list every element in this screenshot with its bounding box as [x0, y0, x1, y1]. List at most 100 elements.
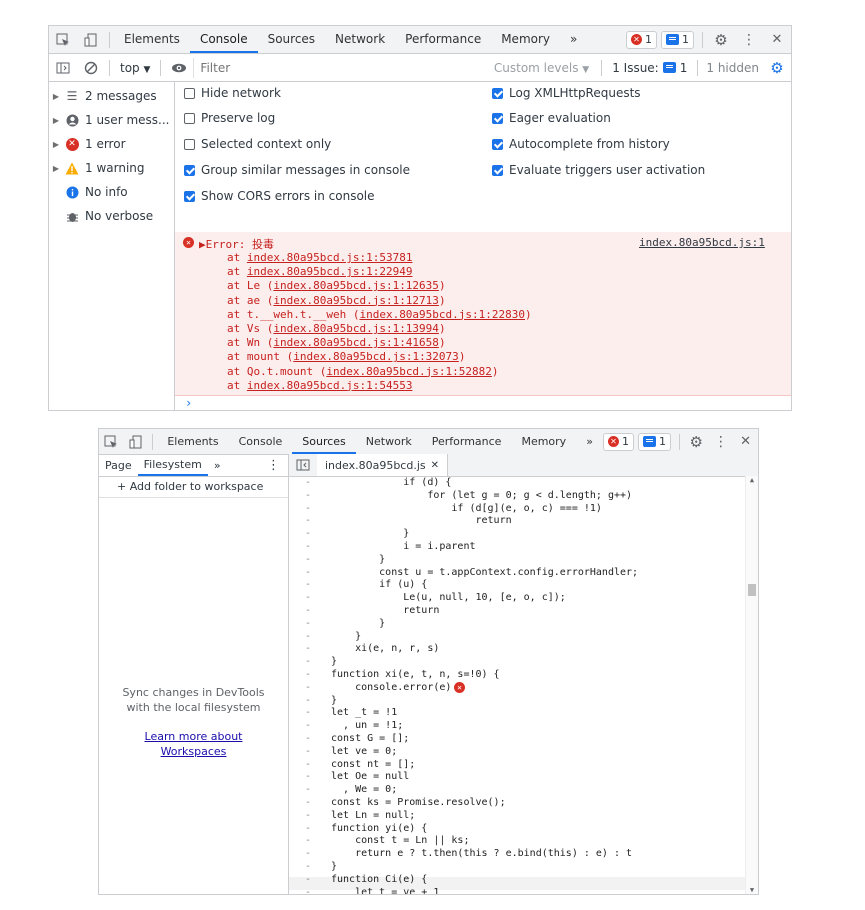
tab-sources[interactable]: Sources [292, 429, 356, 454]
gutter-marker[interactable]: - [304, 809, 312, 821]
checkbox[interactable] [492, 87, 503, 99]
show-cors-checkbox[interactable]: Show CORS errors in console [184, 189, 375, 203]
checkbox[interactable] [184, 190, 195, 202]
checkbox[interactable] [184, 164, 195, 176]
checkbox[interactable] [492, 138, 503, 150]
tab-sources[interactable]: Sources [267, 32, 316, 46]
live-expression-eye-icon[interactable] [165, 54, 193, 81]
preserve-log-checkbox[interactable]: Preserve log [184, 111, 275, 125]
stack-frame-link[interactable]: index.80a95bcd.js:1:12635 [273, 279, 439, 293]
sidebar-item-errors[interactable]: ▶ ✕ 1 error [49, 132, 174, 156]
nav-more-button[interactable]: » [213, 458, 221, 472]
settings-gear-icon[interactable]: ⚙ [714, 30, 728, 49]
error-source-link[interactable]: index.80a95bcd.js:1 [639, 236, 765, 249]
selected-context-checkbox[interactable]: Selected context only [184, 137, 331, 151]
gutter-marker[interactable]: - [304, 822, 312, 834]
tab-memory[interactable]: Memory [521, 435, 567, 448]
filter-input[interactable] [193, 57, 486, 78]
log-xhr-checkbox[interactable]: Log XMLHttpRequests [492, 86, 641, 100]
close-devtools-button[interactable]: ✕ [771, 32, 783, 47]
stack-frame-link[interactable]: index.80a95bcd.js:1:41658 [273, 336, 439, 350]
sidebar-item-warnings[interactable]: ▶ 1 warning [49, 156, 174, 180]
checkbox[interactable] [184, 87, 195, 99]
sidebar-item-info[interactable]: No info [49, 180, 174, 204]
log-levels-dropdown[interactable]: Custom levels ▼ [486, 61, 597, 75]
learn-more-link[interactable]: Learn more about [144, 730, 243, 743]
more-tabs-button[interactable]: » [586, 435, 593, 448]
stack-frame-link[interactable]: index.80a95bcd.js:1:22830 [359, 307, 526, 321]
gutter-marker[interactable]: - [304, 873, 312, 885]
stack-frame-link[interactable]: index.80a95bcd.js:1:54553 [246, 378, 413, 392]
checkbox[interactable] [184, 112, 195, 124]
error-count-badge[interactable]: ✕ 1 [602, 432, 634, 451]
gutter-marker[interactable]: - [304, 771, 312, 783]
editor-file-tab[interactable]: index.80a95bcd.js ✕ [317, 454, 449, 476]
error-count-badge[interactable]: ✕ 1 [626, 30, 657, 49]
sidebar-item-verbose[interactable]: No verbose [49, 204, 174, 228]
scrollbar-thumb[interactable] [748, 584, 756, 596]
message-count-badge[interactable]: 1 [661, 30, 694, 49]
code-editor[interactable]: - if (d) {- for (let g = 0; g < d.length… [289, 476, 758, 894]
gutter-marker[interactable]: - [304, 669, 312, 680]
context-selector[interactable]: top ▼ [114, 61, 156, 75]
gutter-marker[interactable]: - [304, 630, 312, 642]
gutter-marker[interactable]: - [304, 694, 312, 706]
inline-error-icon[interactable]: ✕ [454, 681, 465, 693]
close-devtools-button[interactable]: ✕ [740, 434, 752, 449]
scroll-up-arrow-icon[interactable]: ▲ [749, 476, 755, 484]
gutter-marker[interactable]: - [304, 720, 312, 732]
tab-network[interactable]: Network [365, 435, 412, 448]
gutter-marker[interactable]: - [304, 579, 312, 591]
hide-network-checkbox[interactable]: Hide network [184, 86, 281, 100]
close-file-icon[interactable]: ✕ [430, 459, 440, 471]
console-prompt[interactable]: › [185, 396, 193, 410]
checkbox[interactable] [184, 138, 195, 150]
more-options-icon[interactable]: ⋮ [713, 433, 728, 450]
inspect-element-icon[interactable] [49, 26, 77, 53]
gutter-marker[interactable]: - [304, 681, 312, 693]
gutter-marker[interactable]: - [304, 797, 312, 808]
stack-frame-link[interactable]: index.80a95bcd.js:1:52882 [326, 364, 492, 378]
issues-button[interactable]: 1 Issue: 1 [606, 61, 693, 75]
sidebar-item-user-messages[interactable]: ▶ 1 user mess... [49, 108, 174, 132]
gutter-marker[interactable]: - [304, 784, 312, 796]
gutter-marker[interactable]: - [304, 656, 312, 668]
tab-console[interactable]: Console [189, 26, 258, 53]
gutter-marker[interactable]: - [304, 848, 312, 860]
tab-performance[interactable]: Performance [431, 435, 502, 448]
settings-gear-icon[interactable]: ⚙ [689, 432, 703, 451]
gutter-marker[interactable]: - [304, 886, 312, 894]
message-count-badge[interactable]: 1 [637, 432, 671, 451]
gutter-marker[interactable]: - [304, 861, 312, 872]
gutter-marker[interactable]: - [304, 489, 312, 501]
gutter-marker[interactable]: - [304, 643, 312, 655]
gutter-marker[interactable]: - [304, 758, 312, 770]
stack-frame-link[interactable]: index.80a95bcd.js:1:13994 [273, 322, 439, 335]
gutter-marker[interactable]: - [304, 477, 312, 488]
evaluate-triggers-checkbox[interactable]: Evaluate triggers user activation [492, 163, 705, 177]
gutter-marker[interactable]: - [304, 541, 312, 552]
eager-eval-checkbox[interactable]: Eager evaluation [492, 111, 611, 125]
tab-memory[interactable]: Memory [501, 32, 551, 46]
add-folder-button[interactable]: + Add folder to workspace [99, 477, 288, 498]
gutter-marker[interactable]: - [304, 515, 312, 527]
tab-elements[interactable]: Elements [167, 435, 219, 448]
gutter-marker[interactable]: - [304, 566, 312, 578]
gutter-marker[interactable]: - [304, 528, 312, 540]
gutter-marker[interactable]: - [304, 617, 312, 629]
group-similar-checkbox[interactable]: Group similar messages in console [184, 163, 410, 177]
gutter-marker[interactable]: - [304, 502, 312, 514]
checkbox[interactable] [492, 112, 503, 124]
stack-frame-link[interactable]: index.80a95bcd.js:1:12713 [273, 293, 439, 307]
workspaces-link[interactable]: Workspaces [160, 745, 227, 758]
tab-performance[interactable]: Performance [405, 32, 482, 46]
tab-network[interactable]: Network [335, 32, 386, 46]
autocomplete-checkbox[interactable]: Autocomplete from history [492, 137, 670, 151]
vertical-scrollbar[interactable]: ▲ ▼ [745, 476, 758, 894]
toggle-sidebar-icon[interactable] [49, 54, 77, 81]
nav-tab-filesystem[interactable]: Filesystem [137, 454, 208, 476]
gutter-marker[interactable]: - [304, 707, 312, 719]
more-options-icon[interactable]: ⋮ [742, 31, 756, 48]
error-header[interactable]: ▶Error: 投毒 [199, 238, 274, 251]
console-settings-gear-icon[interactable]: ⚙ [770, 58, 784, 77]
